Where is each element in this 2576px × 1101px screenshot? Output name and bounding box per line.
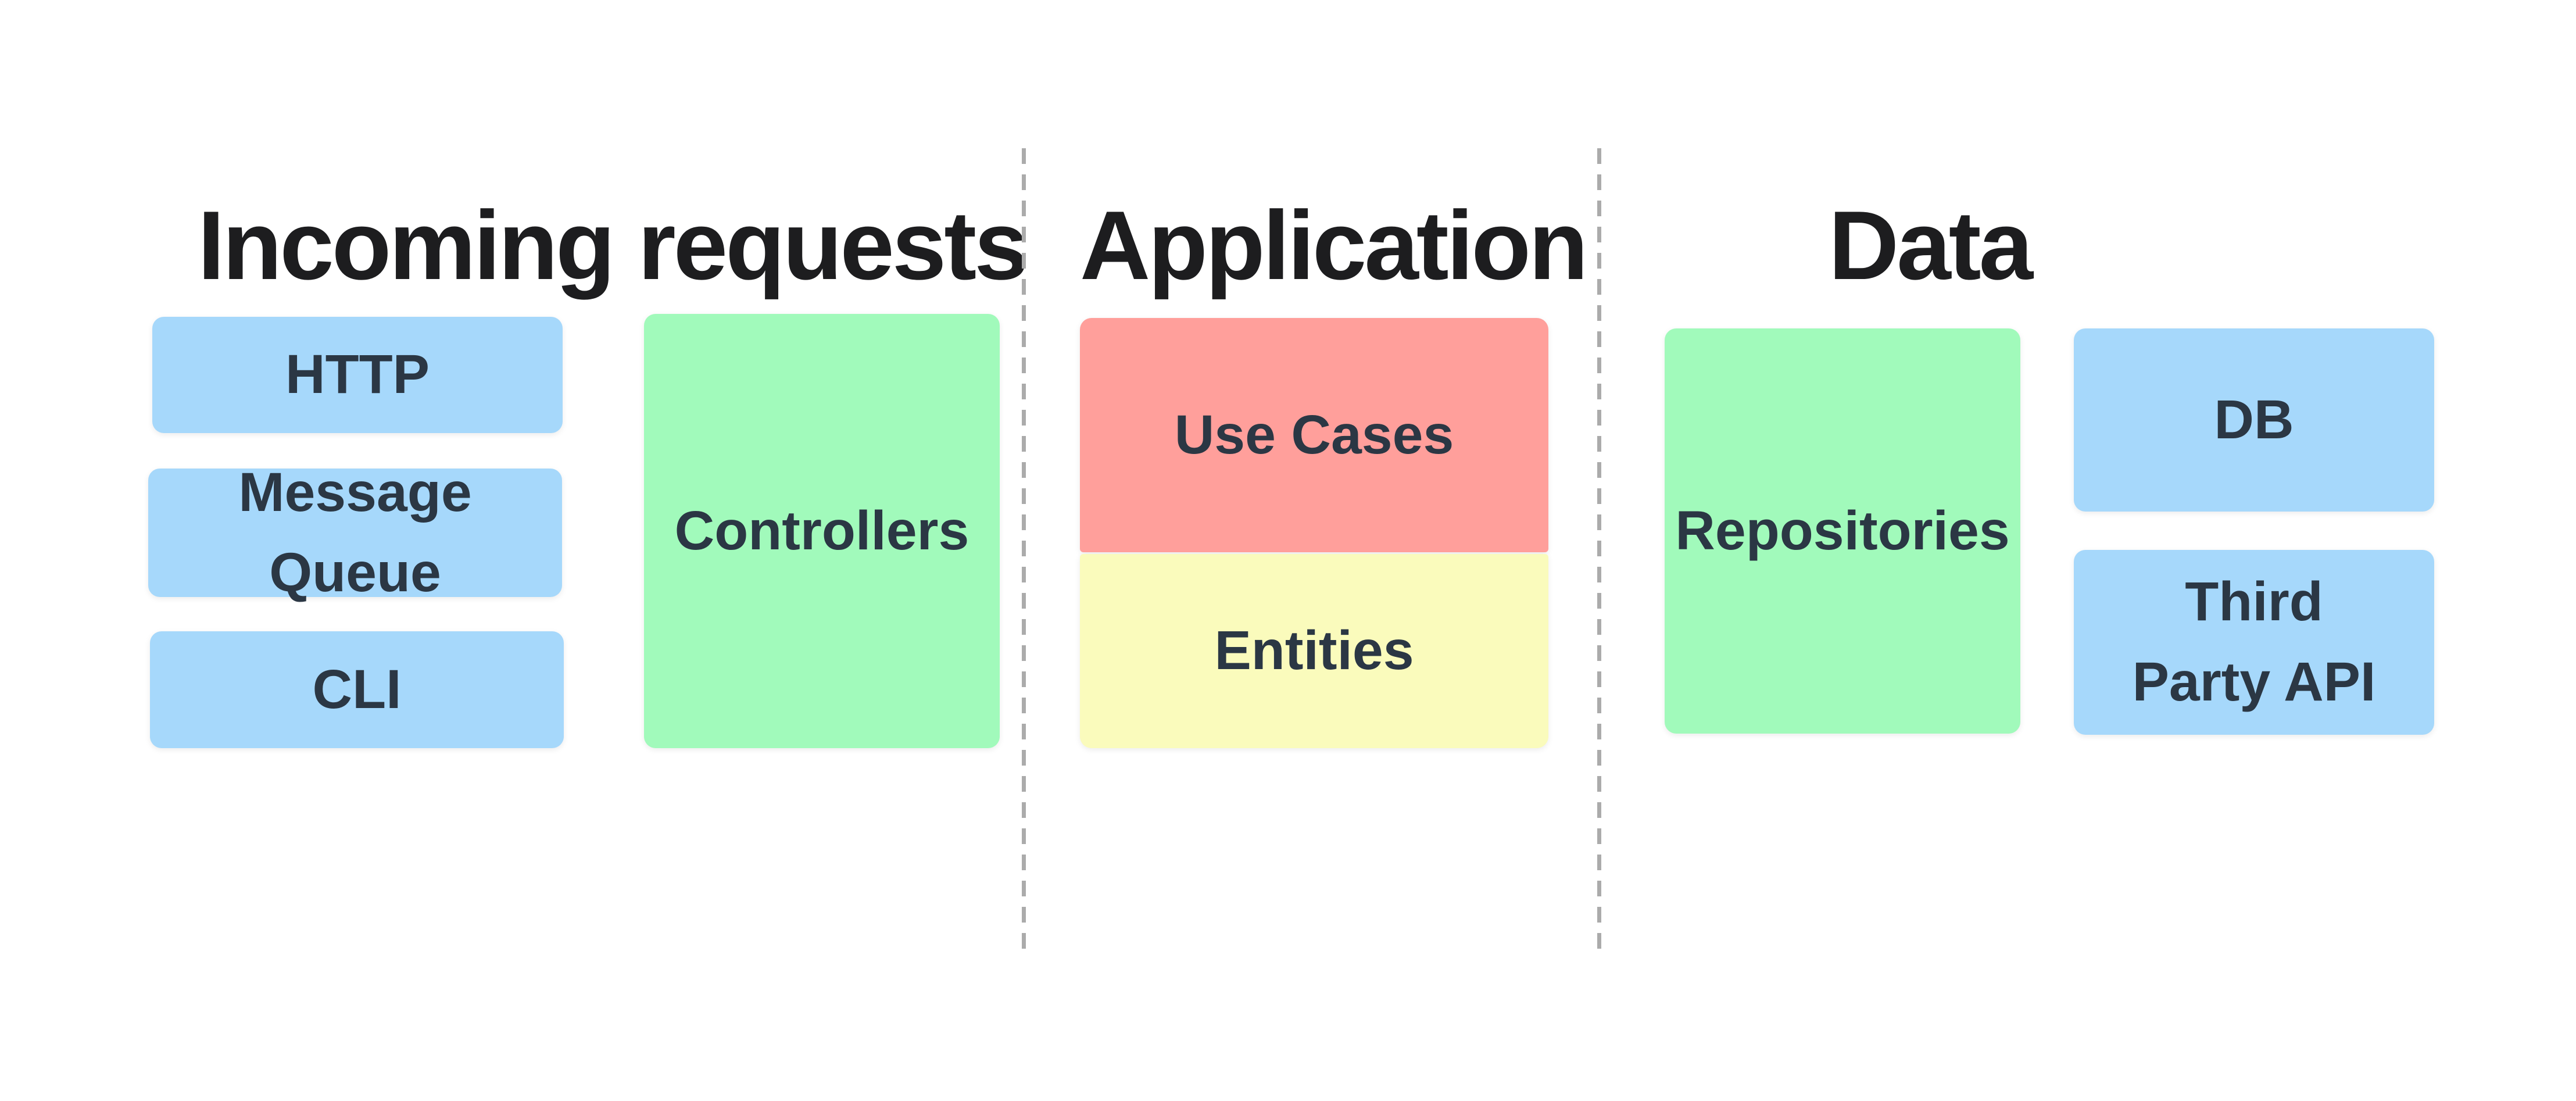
section-divider-1 <box>1022 148 1026 953</box>
box-http: HTTP <box>152 317 563 433</box>
box-cli: CLI <box>150 631 564 748</box>
section-title-incoming-requests: Incoming requests <box>198 191 1029 300</box>
box-entities: Entities <box>1080 554 1548 748</box>
box-third-party-api: Third Party API <box>2074 550 2434 735</box>
box-use-cases: Use Cases <box>1080 318 1548 552</box>
box-controllers: Controllers <box>644 314 1000 748</box>
box-message-queue: Message Queue <box>148 462 562 603</box>
section-divider-2 <box>1597 148 1601 953</box>
section-title-application: Application <box>1080 191 1588 300</box>
section-title-data: Data <box>1828 191 2033 300</box>
box-repositories: Repositories <box>1665 328 2020 734</box>
box-db: DB <box>2074 328 2434 512</box>
